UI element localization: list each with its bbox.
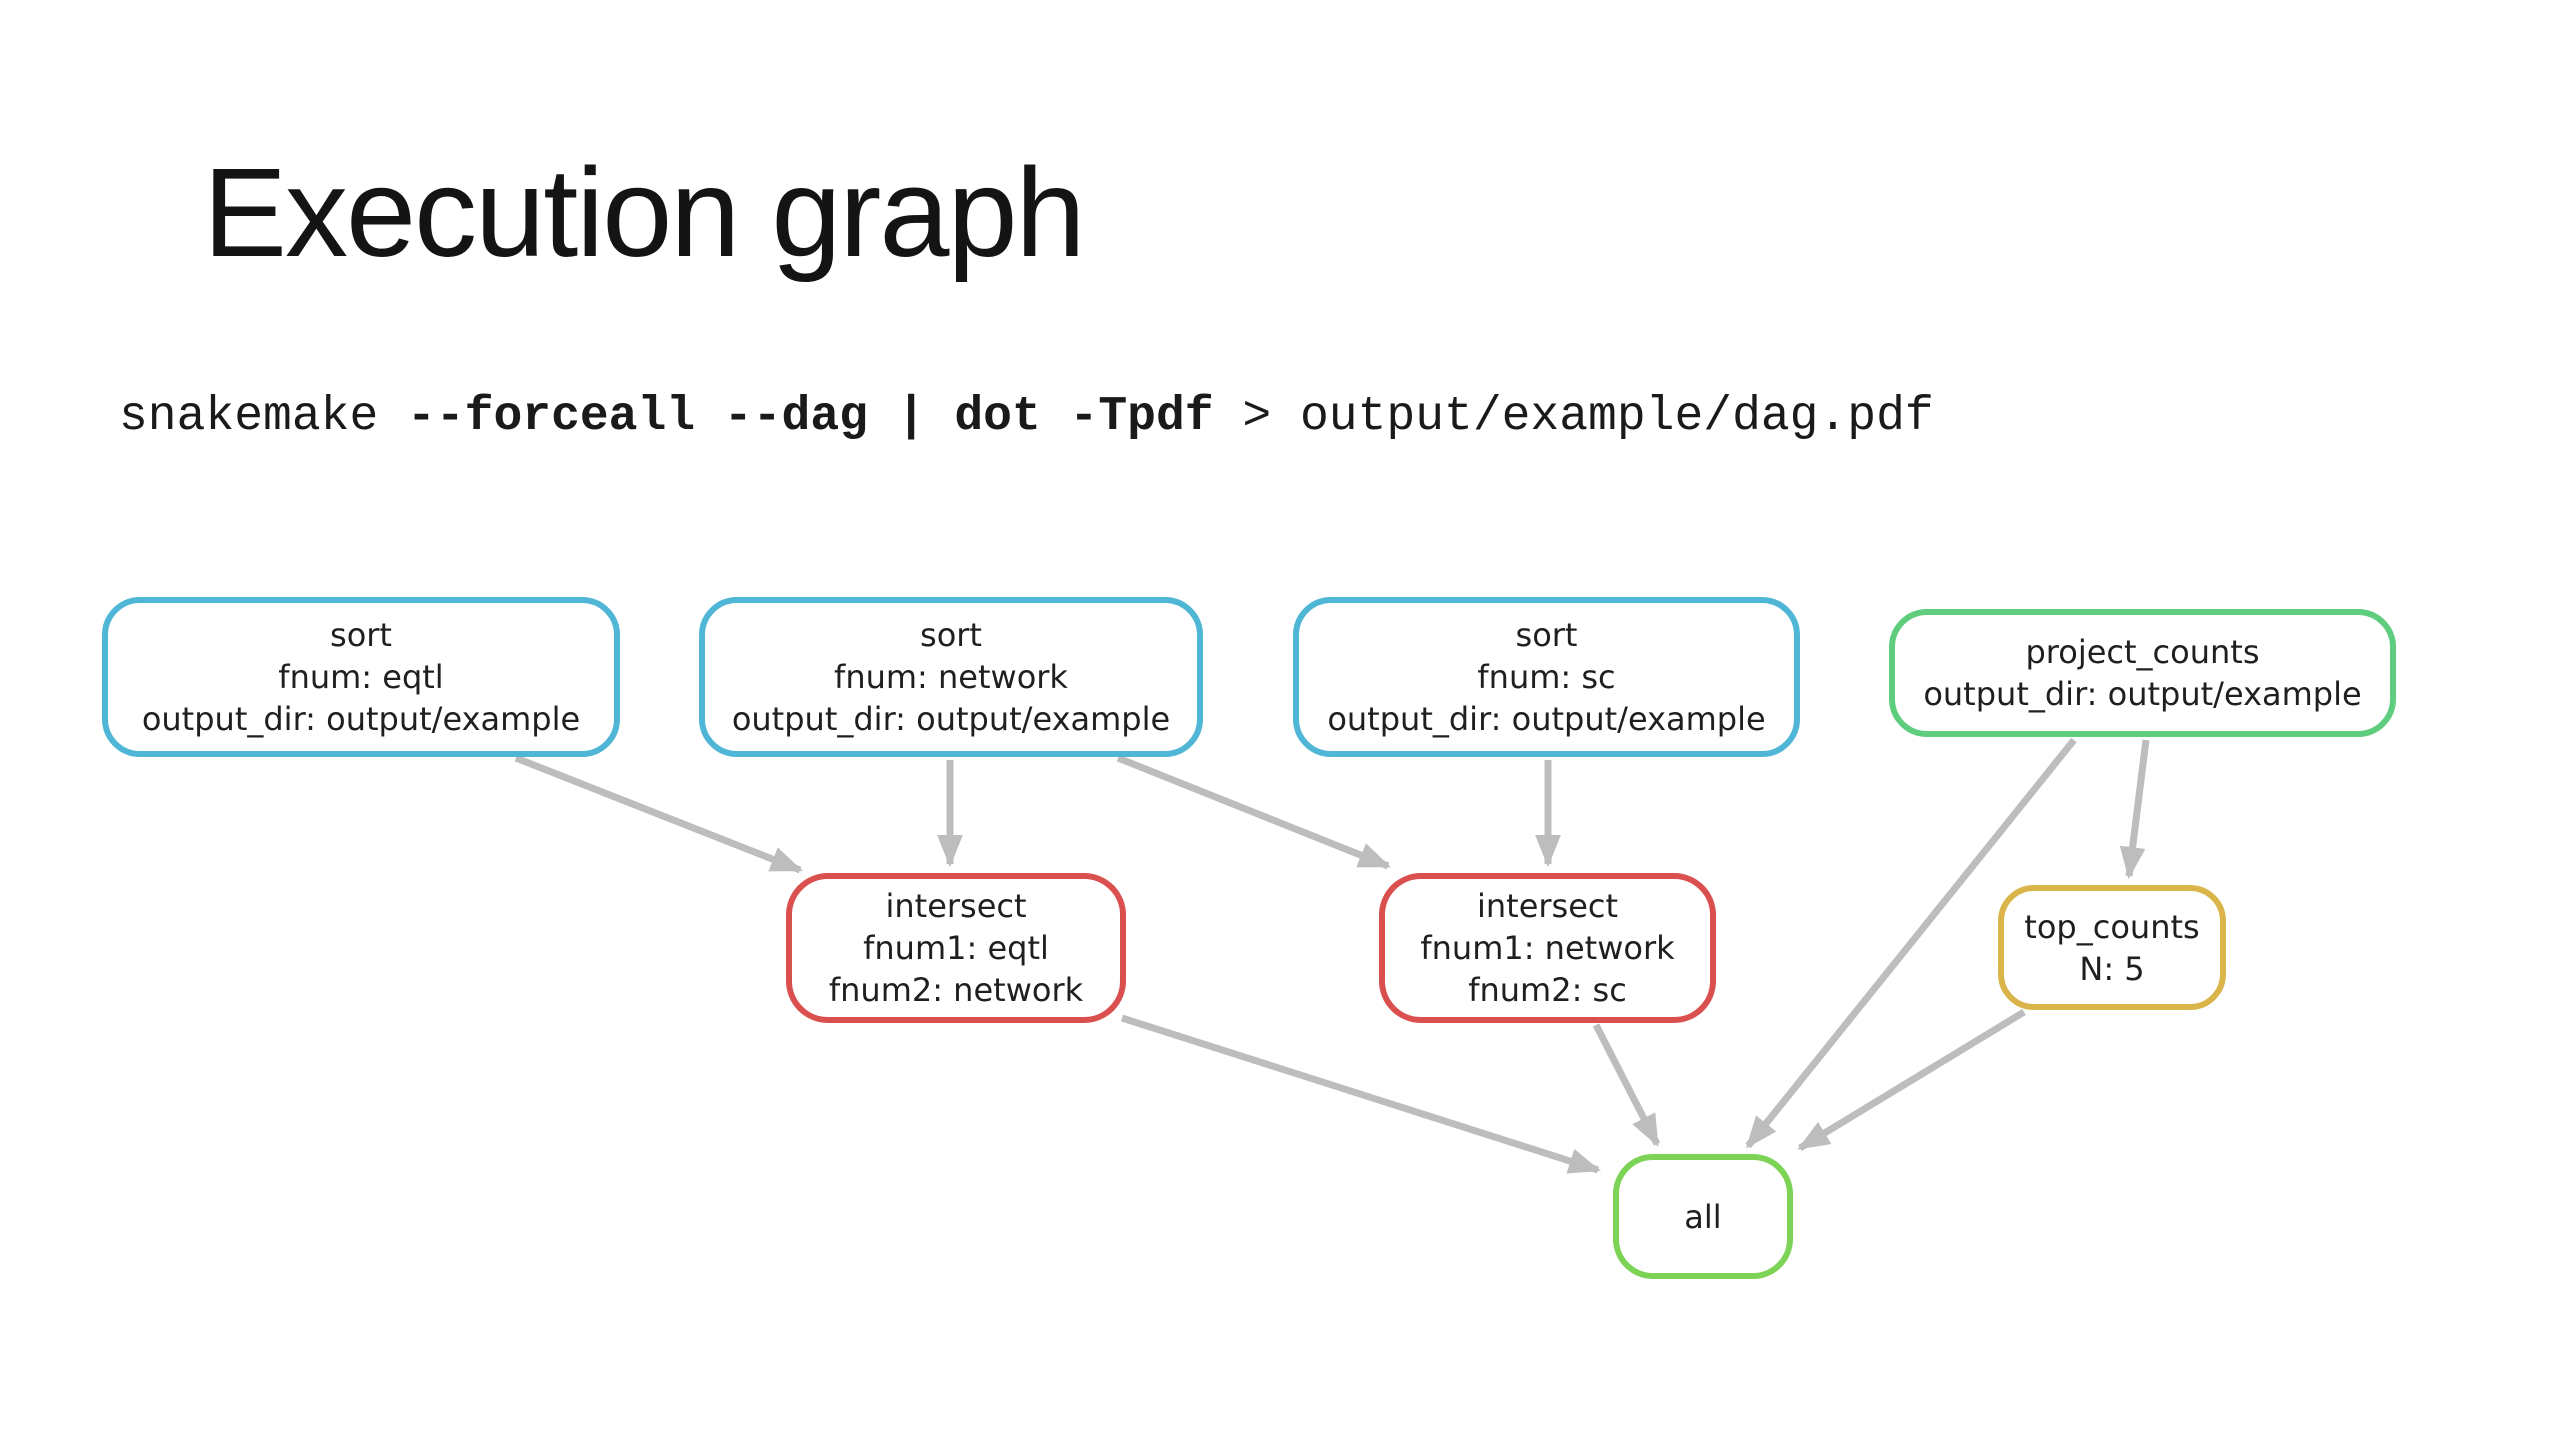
node-param: fnum1: eqtl bbox=[863, 929, 1049, 967]
edge-sort-network-to-intersect-network-sc bbox=[1116, 754, 1391, 870]
node-param: output_dir: output/example bbox=[1923, 675, 2362, 713]
edge-intersect-network-sc-to-all bbox=[1592, 1023, 1661, 1147]
node-param: fnum: sc bbox=[1477, 658, 1616, 696]
command-line: snakemake --forceall --dag | dot -Tpdf >… bbox=[119, 390, 1934, 444]
node-intersect-eqtl-network: intersect fnum1: eqtl fnum2: network bbox=[786, 873, 1126, 1023]
node-rule-label: intersect bbox=[1476, 887, 1619, 925]
node-param: fnum1: network bbox=[1420, 929, 1675, 967]
node-sort-eqtl: sort fnum: eqtl output_dir: output/examp… bbox=[102, 597, 620, 757]
edge-intersect-eqtl-network-to-all bbox=[1120, 1014, 1602, 1174]
command-segment-bold: --forceall --dag | dot -Tpdf bbox=[407, 390, 1214, 444]
node-top-counts: top_counts N: 5 bbox=[1998, 885, 2226, 1010]
edge-sort-eqtl-to-intersect-eqtl-network bbox=[514, 754, 803, 874]
page-title: Execution graph bbox=[203, 142, 1086, 283]
node-rule-label: top_counts bbox=[2024, 907, 2200, 946]
node-param: output_dir: output/example bbox=[141, 700, 581, 738]
node-intersect-network-sc: intersect fnum1: network fnum2: sc bbox=[1379, 873, 1716, 1023]
command-segment-plain: > output/example/dag.pdf bbox=[1213, 390, 1934, 444]
node-param: fnum2: sc bbox=[1468, 971, 1627, 1009]
node-param: fnum2: network bbox=[828, 971, 1084, 1009]
node-rule-label: sort bbox=[920, 616, 982, 654]
node-rule-label: all bbox=[1684, 1197, 1722, 1236]
node-param: fnum: network bbox=[834, 658, 1068, 696]
node-all: all bbox=[1613, 1154, 1793, 1279]
edge-project-counts-to-all bbox=[1745, 737, 2077, 1149]
edge-top-counts-to-all bbox=[1797, 1009, 2026, 1151]
node-param: fnum: eqtl bbox=[278, 658, 444, 696]
node-sort-network: sort fnum: network output_dir: output/ex… bbox=[699, 597, 1203, 757]
node-param: output_dir: output/example bbox=[1327, 700, 1766, 738]
node-project-counts: project_counts output_dir: output/exampl… bbox=[1889, 609, 2396, 737]
edge-project-counts-to-top-counts bbox=[2119, 739, 2150, 880]
node-rule-label: sort bbox=[330, 616, 392, 654]
command-segment-plain: snakemake bbox=[119, 390, 408, 444]
node-rule-label: project_counts bbox=[2025, 633, 2260, 671]
node-sort-sc: sort fnum: sc output_dir: output/example bbox=[1293, 597, 1800, 757]
node-rule-label: intersect bbox=[885, 887, 1027, 925]
node-param: output_dir: output/example bbox=[731, 700, 1171, 738]
node-param: N: 5 bbox=[2079, 949, 2145, 988]
node-rule-label: sort bbox=[1515, 616, 1578, 654]
